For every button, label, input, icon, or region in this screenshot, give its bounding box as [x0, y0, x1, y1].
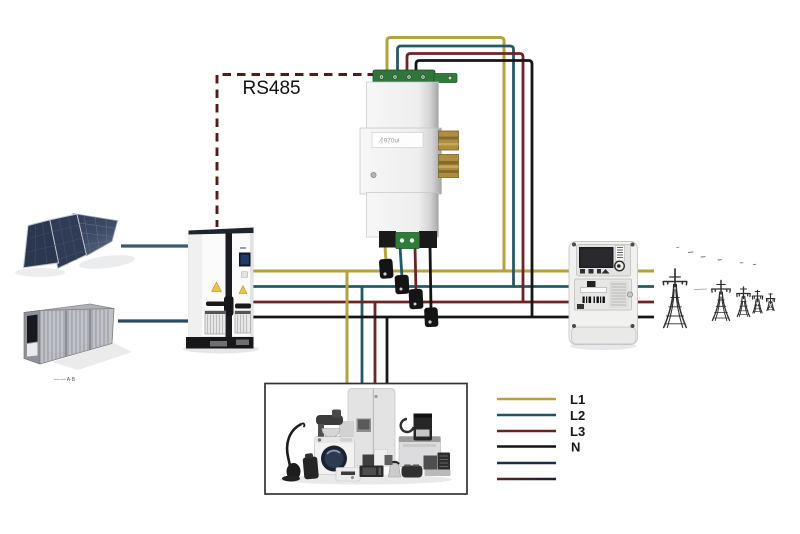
svg-text:N: N	[571, 440, 580, 455]
svg-text:L1: L1	[570, 392, 585, 407]
svg-text:L3: L3	[570, 424, 585, 439]
svg-text:∕⌈970ʋi: ∕⌈970ʋi	[378, 137, 399, 145]
svg-text:L2: L2	[570, 408, 585, 423]
svg-text:RS485: RS485	[243, 78, 301, 99]
svg-text:—·— A·B: —·— A·B	[54, 377, 76, 383]
